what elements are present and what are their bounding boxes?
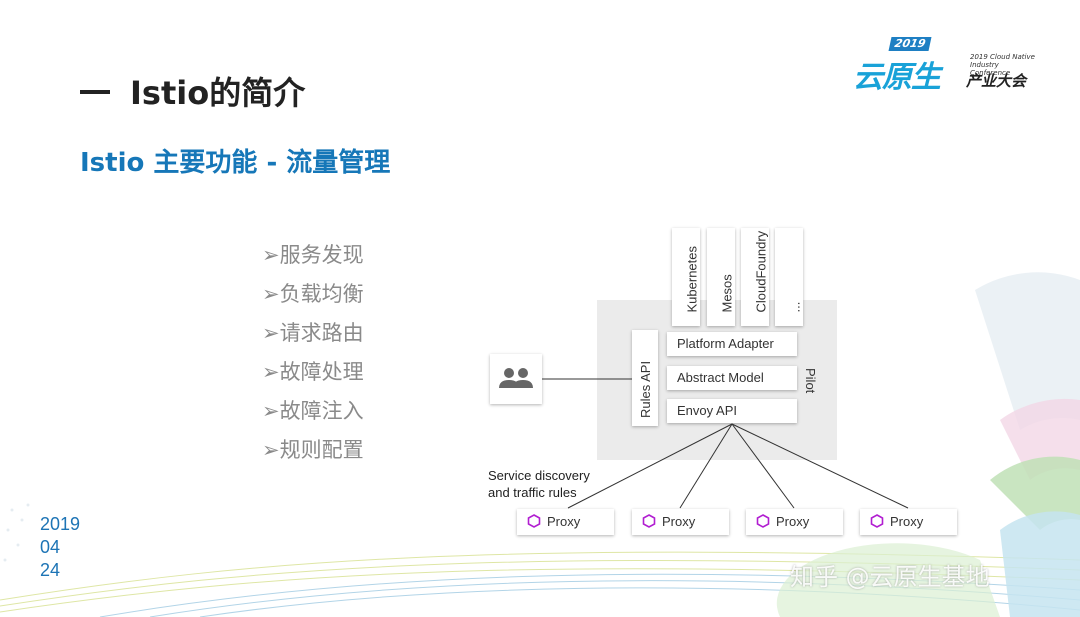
logo-main-text: 云原生 — [853, 60, 941, 95]
date-year: 2019 — [40, 514, 81, 534]
layer-platform-adapter: Platform Adapter — [667, 332, 797, 356]
users-icon — [499, 368, 533, 388]
hexagon-icon — [642, 513, 656, 528]
hexagon-icon — [870, 513, 884, 528]
hexagon-icon — [756, 513, 770, 528]
platform-cloudfoundry: CloudFoundry — [741, 228, 769, 326]
users-box — [490, 354, 542, 404]
layer-abstract-model: Abstract Model — [667, 366, 797, 390]
proxy-box: Proxy — [632, 509, 729, 535]
feature-item: ➢规则配置 — [262, 438, 364, 462]
proxy-label: Proxy — [547, 514, 581, 529]
layer-envoy-api: Envoy API — [667, 399, 797, 423]
feature-item: ➢请求路由 — [262, 321, 364, 345]
feature-item: ➢故障处理 — [262, 360, 364, 384]
feature-item: ➢负载均衡 — [262, 282, 364, 306]
hexagon-icon — [527, 513, 541, 528]
proxy-box: Proxy — [746, 509, 843, 535]
platform-mesos: Mesos — [707, 228, 735, 326]
rules-api-box: Rules API — [632, 330, 658, 426]
proxy-label: Proxy — [662, 514, 696, 529]
proxy-box: Proxy — [517, 509, 614, 535]
watermark-text: 知乎 @云原生基地 — [790, 563, 990, 591]
logo-english-text: 2019 Cloud Native Industry Conference — [970, 53, 1035, 77]
feature-item: ➢故障注入 — [262, 399, 364, 423]
sd-label-line1: Service discovery — [488, 468, 590, 483]
proxy-label: Proxy — [890, 514, 924, 529]
page-title: Istio的简介 — [80, 68, 305, 114]
title-dash — [80, 90, 110, 94]
proxy-box: Proxy — [860, 509, 957, 535]
platform-more: ... — [775, 228, 803, 326]
platform-kubernetes: Kubernetes — [672, 228, 700, 326]
date-day: 24 — [40, 560, 61, 580]
logo-sub-text: 产业大会 — [966, 72, 1027, 90]
page-title-text: Istio的简介 — [130, 74, 306, 112]
feature-item: ➢服务发现 — [262, 243, 364, 267]
date-month: 04 — [40, 537, 61, 557]
sd-label-line2: and traffic rules — [488, 485, 577, 500]
feature-list: ➢服务发现 ➢负载均衡 ➢请求路由 ➢故障处理 ➢故障注入 ➢规则配置 — [262, 240, 364, 474]
section-subtitle: Istio 主要功能 - 流量管理 — [80, 148, 391, 178]
proxy-label: Proxy — [776, 514, 810, 529]
service-discovery-label: Service discovery and traffic rules — [488, 467, 590, 501]
